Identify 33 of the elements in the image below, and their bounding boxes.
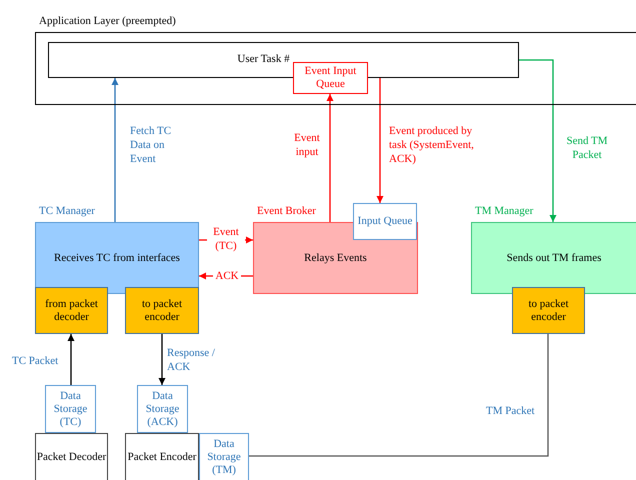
- node-label: Receives TC from interfaces: [54, 252, 180, 264]
- edge-label: Send TM Packet: [565, 134, 609, 162]
- edge-label: Event produced by task (SystemEvent, ACK): [389, 124, 475, 166]
- arrow: [376, 78, 384, 203]
- edge-label: Event input: [293, 131, 321, 159]
- group-heading: Event Broker: [257, 205, 316, 217]
- node-label: Relays Events: [304, 252, 367, 264]
- edge-label: Event (TC): [207, 225, 245, 253]
- node-label: Data Storage (ACK): [144, 390, 180, 428]
- node-label: Event Input Queue: [304, 65, 358, 91]
- group-heading: Application Layer (preempted): [39, 15, 176, 27]
- node-label: from packet decoder: [44, 298, 99, 324]
- node-label: Data Storage (TM): [206, 438, 242, 476]
- node-label: to packet encoder: [140, 298, 183, 324]
- node-label: Sends out TM frames: [506, 252, 602, 264]
- group-heading: TM Manager: [475, 205, 534, 217]
- arrow: [326, 94, 334, 222]
- edge-label: Response / ACK: [167, 346, 216, 374]
- arrow: [68, 334, 74, 385]
- node-label: Data Storage (TC): [52, 390, 88, 428]
- connector-line: [249, 334, 549, 457]
- arrow: [158, 334, 166, 385]
- node-label: Input Queue: [358, 215, 412, 228]
- edge-label: Fetch TC Data on Event: [130, 124, 172, 166]
- group-heading: TC Manager: [39, 205, 95, 217]
- edge-label: TM Packet: [486, 404, 535, 418]
- arrow: [519, 59, 556, 222]
- edge-label: TC Packet: [12, 354, 58, 368]
- node-label: to packet encoder: [527, 298, 570, 324]
- node-label: User Task #: [237, 53, 290, 66]
- node-label: Packet Encoder: [128, 450, 196, 464]
- node-label: Packet Decoder: [36, 450, 106, 464]
- arrow: [112, 78, 118, 222]
